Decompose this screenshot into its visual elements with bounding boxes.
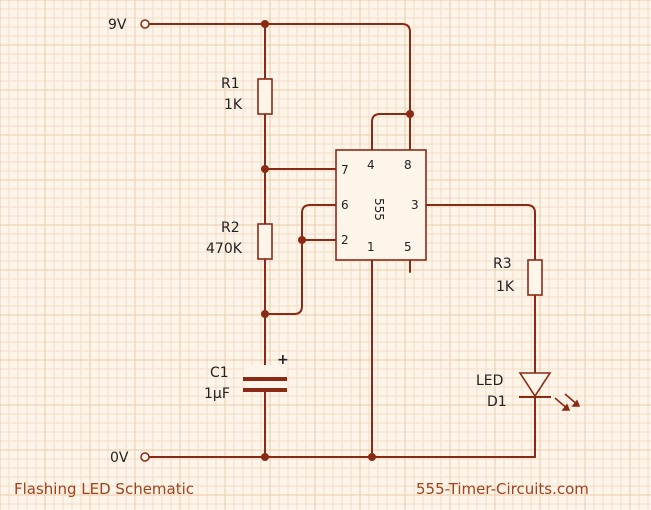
- ic-555-body: [335, 149, 427, 261]
- junction-dot: [368, 453, 376, 461]
- supply-rail-wire: [148, 23, 411, 161]
- supply-terminal: [140, 19, 150, 29]
- resistor-r2: [257, 223, 273, 260]
- junction-dot: [298, 236, 306, 244]
- ic-555-label: 555: [372, 198, 386, 221]
- footer-site: 555-Timer-Circuits.com: [416, 480, 589, 498]
- pin-label-6: 6: [341, 198, 349, 212]
- junction-dot: [261, 310, 269, 318]
- r1-value-label: 1K: [224, 97, 243, 113]
- r2-value-label: 470K: [206, 241, 243, 257]
- footer-title: Flashing LED Schematic: [14, 480, 194, 498]
- output-wire: [423, 204, 536, 458]
- r2-ref-label: R2: [221, 220, 240, 236]
- pin-label-4: 4: [367, 158, 375, 172]
- threshold-capacitor-wire: [264, 239, 303, 315]
- ground-terminal: [140, 452, 150, 462]
- led-d1: [518, 372, 581, 411]
- pin4-to-pin8-wire: [371, 113, 411, 161]
- junction-dot: [261, 20, 269, 28]
- junction-dot: [406, 110, 414, 118]
- c1-value-label: 1µF: [204, 386, 230, 402]
- light-emission-arrows: [554, 393, 581, 411]
- r3-ref-label: R3: [493, 256, 512, 272]
- capacitor-c1: [243, 365, 287, 392]
- pin-label-5: 5: [404, 240, 412, 254]
- junction-dot: [261, 165, 269, 173]
- pin-label-7: 7: [341, 163, 349, 177]
- c1-polarity-label: +: [277, 352, 289, 368]
- ground-rail-label: 0V: [110, 450, 129, 466]
- pin-label-2: 2: [341, 233, 349, 247]
- r3-value-label: 1K: [496, 279, 515, 295]
- d1-ref-label: D1: [487, 394, 507, 410]
- d1-type-label: LED: [476, 373, 503, 389]
- pin-label-3: 3: [411, 198, 419, 212]
- r1-ref-label: R1: [221, 76, 240, 92]
- pin-label-8: 8: [404, 158, 412, 172]
- pin-label-1: 1: [367, 240, 375, 254]
- pin6-pin2-link-wire: [301, 204, 339, 241]
- c1-ref-label: C1: [210, 365, 229, 381]
- resistor-r1: [257, 78, 273, 115]
- resistor-r3: [527, 259, 543, 296]
- junction-dot: [261, 453, 269, 461]
- supply-rail-label: 9V: [108, 17, 127, 33]
